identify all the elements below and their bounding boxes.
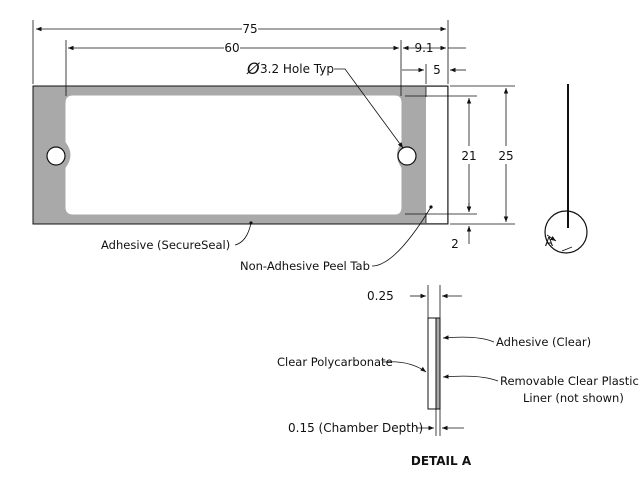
adhesive-clear-label: Adhesive (Clear) <box>496 335 591 349</box>
dim-edge-margin: 2 <box>451 237 459 251</box>
side-view: A <box>544 84 588 254</box>
peel-tab <box>426 87 447 223</box>
detail-a: 0.25 Clear Polycarbonate Adhesive (Clear… <box>277 285 639 468</box>
diameter-symbol: Ø <box>246 59 260 78</box>
clear-polycarbonate-label: Clear Polycarbonate <box>277 355 393 369</box>
polycarbonate-layer <box>427 317 437 410</box>
callout-adhesive: Adhesive (SecureSeal) <box>101 221 253 252</box>
right-hole <box>397 146 417 166</box>
front-view <box>32 85 449 225</box>
chamber-opening <box>65 95 402 215</box>
dim-chamber-depth: 0.15 (Chamber Depth) <box>288 421 423 435</box>
dim-overall-height: 25 <box>498 149 513 163</box>
adhesive-label: Adhesive (SecureSeal) <box>101 238 230 252</box>
hole-note: Ø 3.2 Hole Typ <box>246 59 404 149</box>
adhesive-layer <box>435 317 441 410</box>
dim-inner-height: 21 <box>461 149 476 163</box>
right-dimensions: 21 25 2 <box>405 85 515 251</box>
dim-total-thickness: 0.25 <box>367 289 394 303</box>
dim-hole-spacing: 60 <box>224 41 239 55</box>
left-hole <box>46 146 66 166</box>
liner-label-line2: Liner (not shown) <box>523 391 624 405</box>
callout-peel-tab: Non-Adhesive Peel Tab <box>240 205 433 273</box>
detail-marker: A <box>545 235 554 249</box>
liner-label-line1: Removable Clear Plastic <box>500 374 639 388</box>
detail-title: DETAIL A <box>411 454 472 468</box>
top-dimensions: 75 60 9.1 5 <box>32 20 466 96</box>
dim-tab-width: 5 <box>433 63 441 77</box>
dim-hole-offset: 9.1 <box>414 41 433 55</box>
peel-tab-label: Non-Adhesive Peel Tab <box>240 259 370 273</box>
detail-circle <box>544 210 588 254</box>
dim-overall-width: 75 <box>242 22 257 36</box>
hole-note-text: 3.2 Hole Typ <box>260 62 334 76</box>
